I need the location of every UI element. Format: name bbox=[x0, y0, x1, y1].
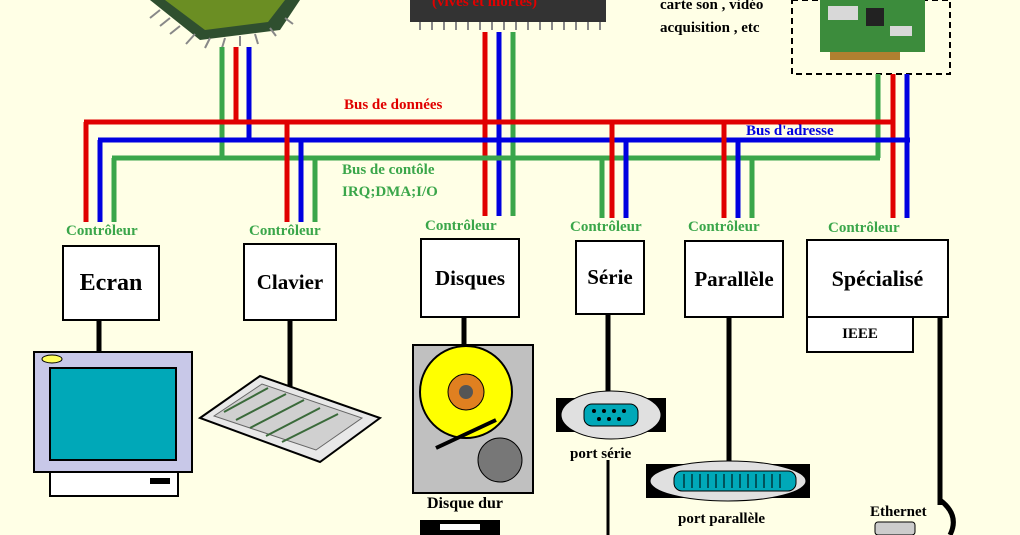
controller-title: Disques bbox=[434, 265, 506, 290]
controller-title: Spécialisé bbox=[831, 265, 924, 291]
ethernet-icon bbox=[874, 498, 956, 535]
controller-label-clavier: Contrôleur bbox=[249, 223, 321, 239]
cpu-chip-icon bbox=[149, 0, 300, 49]
controller-label-disques: Contrôleur bbox=[425, 218, 497, 234]
serial-port-icon bbox=[556, 390, 666, 440]
ieee-box: IEEE bbox=[806, 316, 914, 353]
ethernet-label: Ethernet bbox=[870, 504, 927, 520]
disk-label: Disque dur bbox=[427, 495, 504, 512]
controller-specialise: Spécialisé bbox=[806, 239, 949, 318]
expansion-line2: acquisition , etc bbox=[660, 20, 760, 36]
controller-title: Ecran bbox=[79, 269, 143, 296]
controller-title: Parallèle bbox=[694, 266, 774, 291]
controller-label-ecran: Contrôleur bbox=[66, 223, 138, 239]
controller-title: Clavier bbox=[256, 269, 324, 294]
controller-title: Série bbox=[587, 265, 633, 289]
parallel-port-icon bbox=[646, 460, 810, 502]
expansion-line1: carte son , vidéo bbox=[660, 0, 764, 13]
control-bus-label: Bus de contôle bbox=[342, 162, 435, 178]
controller-label-specialise: Contrôleur bbox=[828, 220, 900, 236]
monitor-icon bbox=[33, 351, 193, 497]
control-bus-signals: IRQ;DMA;I/O bbox=[342, 184, 438, 200]
controller-ecran: Ecran bbox=[62, 245, 160, 321]
controller-label-serie: Contrôleur bbox=[570, 219, 642, 235]
address-bus-label: Bus d'adresse bbox=[746, 123, 834, 139]
hard-disk-icon bbox=[412, 344, 534, 535]
data-bus-label: Bus de données bbox=[344, 97, 443, 113]
memory-chip-icon bbox=[410, 0, 606, 30]
controller-disques: Disques bbox=[420, 238, 520, 318]
serial-port-label: port série bbox=[570, 446, 632, 462]
controller-parallele: Parallèle bbox=[684, 240, 784, 318]
memory-chip-label: (vives et mortes) bbox=[432, 0, 537, 10]
expansion-card-icon bbox=[791, 0, 951, 75]
controller-clavier: Clavier bbox=[243, 243, 337, 321]
parallel-port-label: port parallèle bbox=[678, 511, 766, 527]
ieee-label: IEEE bbox=[842, 326, 878, 342]
controller-serie: Série bbox=[575, 240, 645, 315]
controller-label-parallele: Contrôleur bbox=[688, 219, 760, 235]
keyboard-icon bbox=[197, 374, 383, 464]
